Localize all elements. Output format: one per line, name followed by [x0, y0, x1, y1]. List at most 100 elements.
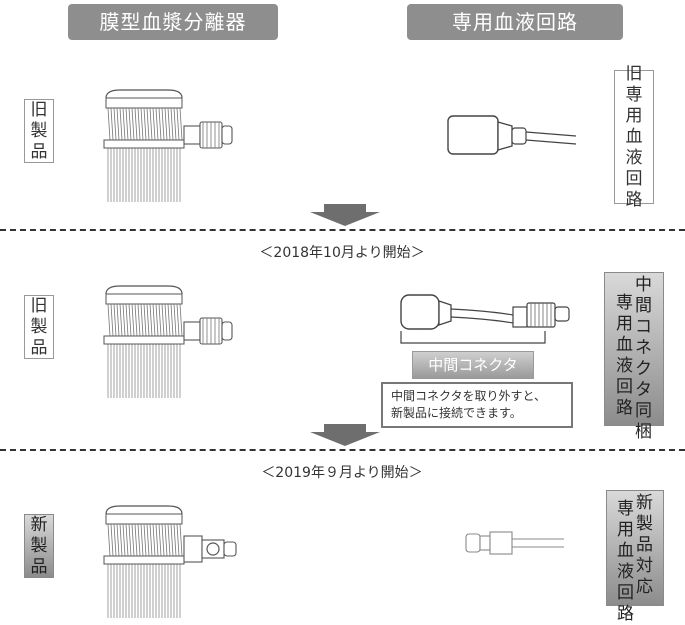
tube-top: [450, 308, 514, 316]
filter-port-base: [183, 535, 203, 563]
header-filter: 膜型血漿分離器: [68, 4, 278, 40]
arrow-shape: [310, 424, 380, 446]
filter-port-ring: [206, 542, 220, 556]
vertical-char: 専: [625, 84, 643, 105]
tube-top: [525, 131, 577, 137]
arrow-shape: [310, 204, 380, 226]
new-connector-body: [489, 531, 513, 555]
header-circuit: 専用血液回路: [407, 4, 623, 40]
filter-cap: [105, 505, 183, 515]
filter-cap: [105, 285, 183, 295]
vertical-char: 製: [636, 514, 653, 534]
divider-1: [0, 229, 685, 231]
filter-cap-band: [105, 293, 183, 305]
filter-cap-band: [105, 97, 183, 109]
vertical-char: 品: [30, 141, 48, 162]
old-product-label-1: 旧製品: [24, 99, 54, 163]
note-line-1: 中間コネクタを取り外すと、: [391, 389, 547, 403]
filter-illustration-old-1: [103, 89, 233, 202]
vertical-char: 血: [616, 335, 633, 355]
tube-bottom: [450, 316, 514, 324]
start-date-2019: ＜2019年９月より開始＞: [261, 465, 423, 481]
down-arrow-1: [310, 204, 380, 226]
vertical-char: ネ: [635, 338, 652, 358]
filter-fibers: [107, 303, 183, 398]
vertical-char: 応: [636, 577, 653, 597]
vertical-char: 路: [625, 189, 643, 210]
old-product-label-2: 旧製品: [24, 295, 54, 359]
vertical-char: 品: [30, 556, 48, 577]
filter-fibers: [107, 107, 183, 202]
vertical-char: タ: [635, 380, 652, 400]
filter-collar: [103, 139, 185, 149]
vertical-char: 間: [635, 296, 652, 316]
filter-port-tip: [223, 541, 237, 557]
connector-tip: [554, 306, 570, 322]
filter-port-tip: [221, 321, 233, 341]
filter-fibers: [107, 523, 183, 618]
filter-cap-band: [105, 513, 183, 525]
connector-tag: 中間コネクタ: [412, 351, 534, 379]
filter-port-base: [183, 321, 201, 341]
circuit-illustration-old: [447, 115, 577, 155]
vertical-char: コ: [635, 317, 652, 337]
new-compatible-col-2: 専用血液回路: [617, 493, 634, 625]
vertical-char: 回: [617, 583, 634, 603]
filter-illustration-new: [103, 505, 237, 618]
down-arrow-2: [310, 424, 380, 446]
connector-bracket: [400, 331, 546, 344]
circuit-neck: [511, 127, 527, 145]
vertical-char: 路: [616, 398, 633, 418]
new-compatible-circuit-label: 新製品対応 専用血液回路: [606, 490, 664, 624]
vertical-char: 梱: [635, 422, 652, 442]
filter-cap: [105, 89, 183, 99]
vertical-char: 同: [635, 401, 652, 421]
vertical-char: 旧: [30, 99, 48, 120]
connector-bundled-label: 中間コネクタ同梱 専用血液回路: [604, 272, 664, 442]
circuit-taper: [438, 300, 452, 326]
vertical-char: 液: [617, 562, 634, 582]
vertical-char: 液: [625, 147, 643, 168]
vertical-char: 血: [617, 541, 634, 561]
vertical-char: 製: [30, 120, 48, 141]
connector-note: 中間コネクタを取り外すと、 新製品に接続できます。: [381, 382, 573, 428]
start-date-2018: ＜2018年10月より開始＞: [259, 245, 425, 261]
vertical-char: 旧: [625, 63, 643, 84]
divider-2: [0, 449, 685, 451]
connector-base: [512, 306, 528, 328]
connector-bundled-col-2: 専用血液回路: [616, 275, 633, 419]
connector-bundled-col-1: 中間コネクタ同梱: [635, 275, 652, 443]
circuit-illustration-new: [465, 531, 564, 555]
vertical-char: 対: [636, 556, 653, 576]
vertical-char: ク: [635, 359, 652, 379]
filter-port-base: [183, 125, 201, 145]
new-connector-ring: [479, 535, 491, 551]
note-line-2: 新製品に接続できます。: [391, 406, 522, 420]
vertical-char: 製: [30, 316, 48, 337]
vertical-char: 専: [616, 293, 633, 313]
new-compatible-col-1: 新製品対応: [636, 493, 653, 598]
vertical-char: 回: [625, 168, 643, 189]
vertical-char: 旧: [30, 295, 48, 316]
vertical-char: 路: [617, 604, 634, 624]
vertical-char: 中: [635, 275, 652, 295]
vertical-char: 用: [616, 314, 633, 334]
filter-illustration-old-2: [103, 285, 233, 398]
vertical-char: 回: [616, 377, 633, 397]
circuit-housing: [400, 294, 440, 330]
new-product-label: 新製品: [24, 514, 54, 578]
filter-collar: [103, 335, 185, 345]
filter-collar: [103, 555, 185, 565]
vertical-char: 血: [625, 126, 643, 147]
vertical-char: 専: [617, 499, 634, 519]
vertical-char: 用: [625, 105, 643, 126]
tube-bottom: [525, 139, 577, 145]
circuit-illustration-with-connector: [400, 294, 570, 344]
new-connector-tip: [465, 533, 481, 553]
vertical-char: 製: [30, 535, 48, 556]
circuit-taper: [497, 121, 513, 151]
circuit-housing: [447, 115, 499, 155]
vertical-char: 品: [30, 337, 48, 358]
vertical-char: 用: [617, 520, 634, 540]
vertical-char: 新: [636, 493, 653, 513]
